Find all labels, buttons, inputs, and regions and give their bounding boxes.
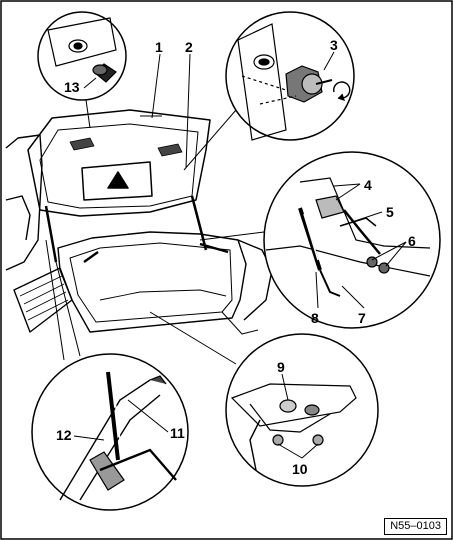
callout-13: 13	[64, 79, 80, 95]
detail-13-contents	[47, 17, 117, 83]
callout-7: 7	[358, 310, 366, 326]
callout-5: 5	[386, 204, 394, 220]
callout-9: 9	[277, 359, 285, 375]
leader-lock	[149, 311, 237, 365]
callout-10: 10	[292, 461, 308, 477]
detail-circle-9-10	[225, 333, 379, 487]
callout-numbers: 1 2 3 4 5 6 7 8 9 10 11 12 13	[56, 37, 416, 477]
callout-8: 8	[311, 310, 319, 326]
callout-4: 4	[364, 177, 372, 193]
car-rear-body	[5, 134, 273, 335]
trunk-lid	[27, 109, 211, 217]
leader-strut-2	[55, 261, 81, 357]
detail-circle-13	[37, 11, 127, 101]
detail-circle-4-8	[263, 151, 441, 329]
figure-reference-label: N55–0103	[384, 518, 447, 535]
leader-13	[85, 99, 91, 129]
leader-strut-1	[45, 239, 65, 361]
callout-leaders	[73, 51, 407, 459]
leader-hinge	[199, 231, 265, 241]
callout-12: 12	[56, 427, 72, 443]
detail-circle-11-12	[31, 353, 189, 511]
callout-1: 1	[155, 39, 163, 55]
leader-3-lid	[183, 109, 237, 171]
callout-6: 6	[408, 233, 416, 249]
detail-strut-contents	[59, 371, 177, 501]
detail-lock-contents	[230, 383, 357, 471]
detail-3-contents	[237, 23, 351, 141]
callout-11: 11	[170, 425, 185, 441]
gas-struts	[44, 195, 208, 263]
callout-2: 2	[185, 39, 193, 55]
callout-3: 3	[330, 37, 338, 53]
